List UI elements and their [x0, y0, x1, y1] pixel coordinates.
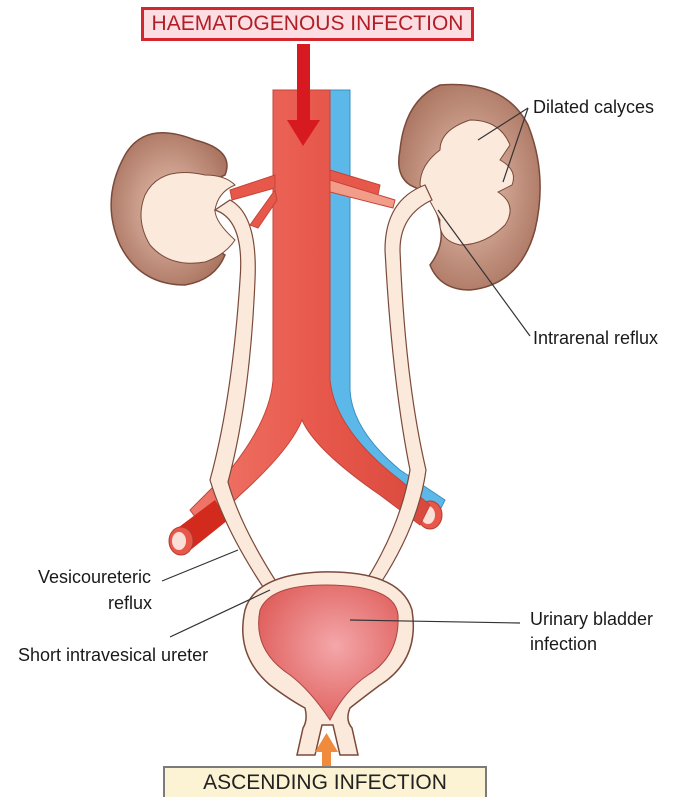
right-ureter — [360, 185, 432, 596]
urinary-bladder — [243, 572, 414, 755]
ascending-infection-box: ASCENDING INFECTION — [163, 766, 487, 797]
label-infection: infection — [530, 633, 597, 656]
label-vesicoureteric-reflux: reflux — [108, 592, 152, 615]
label-dilated-calyces: Dilated calyces — [533, 96, 654, 119]
label-short-intravesical-ureter: Short intravesical ureter — [18, 644, 208, 667]
label-vesicoureteric: Vesicoureteric — [38, 566, 151, 589]
label-urinary-bladder: Urinary bladder — [530, 608, 653, 631]
label-intrarenal-reflux: Intrarenal reflux — [533, 327, 658, 350]
haematogenous-infection-box: HAEMATOGENOUS INFECTION — [141, 7, 474, 41]
